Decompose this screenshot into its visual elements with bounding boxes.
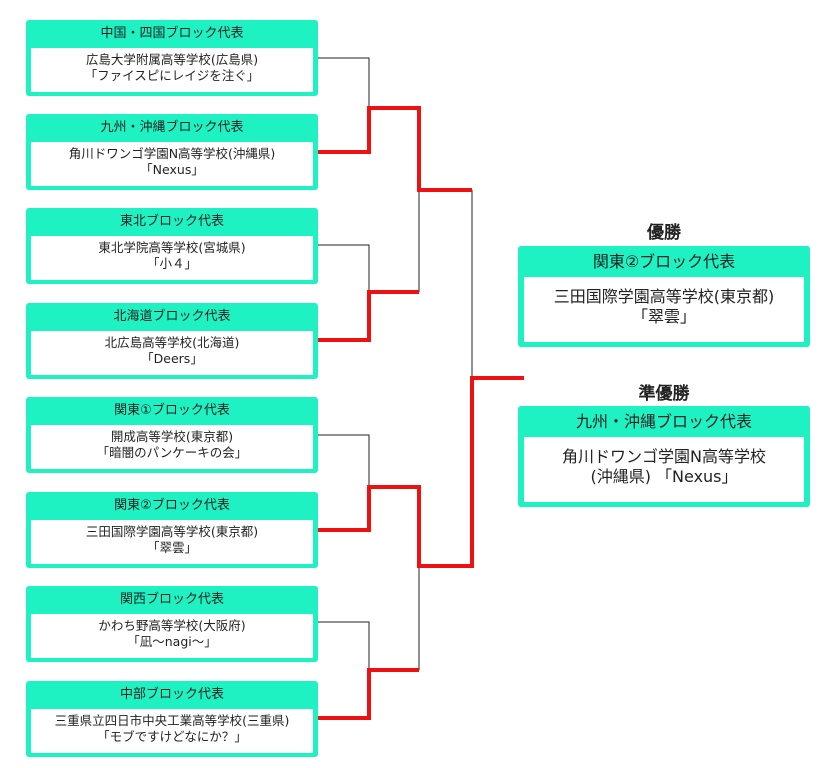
block-label: 中国・四国ブロック代表 [100,26,244,41]
team-name: 「Deers」 [141,351,203,366]
runner-up-school: 角川ドワンゴ学園N高等学校 [562,447,766,466]
block-label: 北海道ブロック代表 [113,309,231,324]
team-name: 「モブですけどなにか？」 [97,729,247,744]
winner-title: 優勝 [647,223,681,243]
block-label: 東北ブロック代表 [119,214,224,229]
team-box: 九州・沖縄ブロック代表角川ドワンゴ学園N高等学校(沖縄県)「Nexus」 [26,114,318,190]
school-name: 開成高等学校(東京都) [110,429,234,444]
runner-up-box: 九州・沖縄ブロック代表角川ドワンゴ学園N高等学校(沖縄県) 「Nexus」 [518,406,810,507]
winner-school: 三田国際学園高等学校(東京都) [553,287,775,306]
school-name: 東北学院高等学校(宮城県) [98,240,246,255]
block-label: 九州・沖縄ブロック代表 [100,120,244,135]
school-name: 三重県立四日市中央工業高等学校(三重県) [54,713,290,728]
team-box: 関東①ブロック代表開成高等学校(東京都)「暗闇のパンケーキの会」 [26,397,318,473]
runner-up-title: 準優勝 [638,384,690,404]
team-name: 「暗闇のパンケーキの会」 [96,445,248,460]
team-name: 「翠雲」 [146,540,197,555]
block-label: 中部ブロック代表 [119,687,224,702]
school-name: 角川ドワンゴ学園N高等学校(沖縄県) [68,146,276,161]
school-name: 北広島高等学校(北海道) [104,335,240,350]
loser-lines [318,57,473,670]
winner-team: 「翠雲」 [631,307,696,326]
winner-lines [318,106,524,720]
school-name: 広島大学附属高等学校(広島県) [85,52,259,67]
school-name: かわち野高等学校(大阪府) [98,618,246,633]
runner-up-team: (沖縄県) 「Nexus」 [590,467,738,486]
winner-block: 関東②ブロック代表 [592,252,736,271]
winner-box: 関東②ブロック代表三田国際学園高等学校(東京都)「翠雲」 [518,246,810,347]
school-name: 三田国際学園高等学校(東京都) [85,524,259,539]
team-name: 「小４」 [146,256,197,271]
team-name: 「凪〜nagi〜」 [127,634,217,649]
team-box: 中部ブロック代表三重県立四日市中央工業高等学校(三重県)「モブですけどなにか？」 [26,681,318,757]
block-label: 関東①ブロック代表 [114,403,230,418]
team-name: 「ファイスピにレイジを注ぐ」 [84,68,260,83]
block-label: 関東②ブロック代表 [114,498,230,513]
team-box: 中国・四国ブロック代表広島大学附属高等学校(広島県)「ファイスピにレイジを注ぐ」 [26,20,318,96]
block-label: 関西ブロック代表 [119,592,224,607]
team-name: 「Nexus」 [140,162,204,177]
team-box: 関西ブロック代表かわち野高等学校(大阪府)「凪〜nagi〜」 [26,586,318,662]
team-box: 東北ブロック代表東北学院高等学校(宮城県)「小４」 [26,208,318,284]
team-box: 関東②ブロック代表三田国際学園高等学校(東京都)「翠雲」 [26,492,318,568]
team-box: 北海道ブロック代表北広島高等学校(北海道)「Deers」 [26,303,318,379]
runner-up-block: 九州・沖縄ブロック代表 [575,412,752,431]
